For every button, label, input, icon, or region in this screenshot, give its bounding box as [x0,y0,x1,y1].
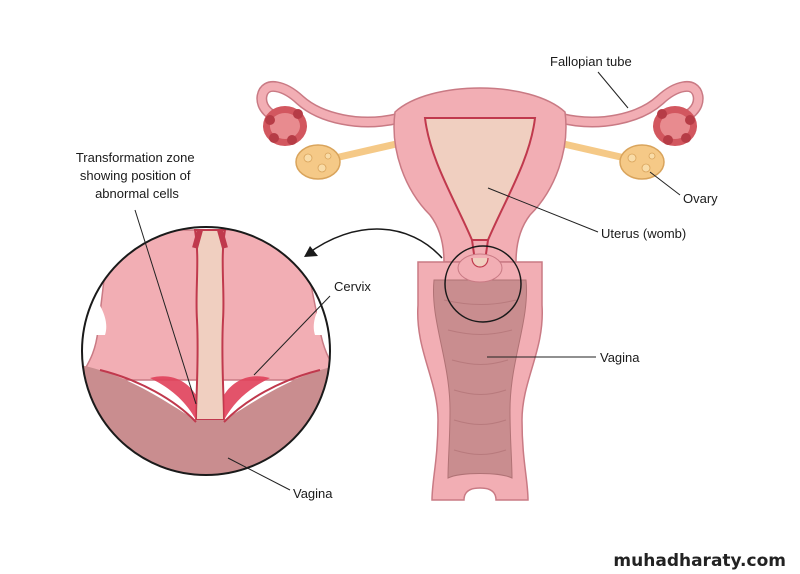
right-fimbriae [653,106,697,146]
left-ovary [295,144,341,180]
leader-transformation-zone [134,209,197,405]
label-ovary: Ovary [683,191,718,206]
label-uterus: Uterus (womb) [601,226,686,241]
inset-border [81,226,331,476]
magnify-arrow [305,228,443,259]
left-fimbriae [263,106,307,146]
watermark-text: muhadharaty.com [613,551,786,571]
leader-ovary [649,171,681,196]
transformation-zone-left [150,376,196,420]
magnify-region-circle [444,245,522,323]
label-transformation-zone: Transformation zone showing position of … [76,150,198,201]
transformation-zone-right [224,376,270,420]
vaginal-canal [432,279,528,479]
right-ovary [619,144,665,180]
label-vagina-inset: Vagina [293,486,333,501]
cervix-inset [82,227,330,475]
uterine-cavity [423,116,537,241]
leader-uterus [487,187,599,233]
label-vagina-main: Vagina [600,350,640,365]
leader-cervix [253,295,331,376]
leader-fallopian-tube [597,71,629,109]
label-fallopian-tube: Fallopian tube [550,54,632,69]
leader-vagina-inset [227,457,291,491]
label-cervix: Cervix [334,279,371,294]
uterus-anatomy [256,81,704,501]
